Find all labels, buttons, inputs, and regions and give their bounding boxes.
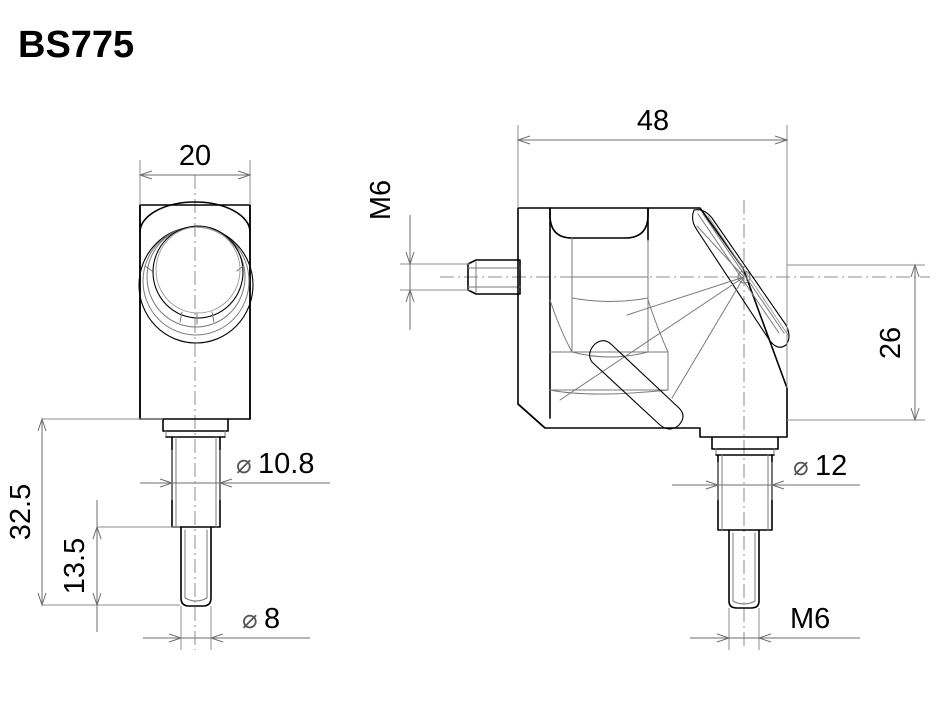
side-fan-line-3	[559, 276, 745, 401]
dim-8-arrow-left	[168, 633, 183, 643]
side-bore-blend-left	[549, 299, 573, 353]
dim-48-arrow-right	[774, 135, 789, 145]
page-title: BS775	[18, 24, 134, 66]
front-view: 20 32.5 13.5 ⌀ 10.8	[5, 140, 330, 650]
dim-26-arrow-top	[910, 263, 920, 278]
dimension-front-shaft-dia: ⌀ 10.8	[140, 448, 330, 500]
front-body-top-cap	[139, 201, 251, 233]
side-fan-center-circle	[737, 270, 751, 284]
dim-325-label: 32.5	[5, 484, 37, 540]
dim-108-diameter-symbol-icon: ⌀	[236, 449, 252, 479]
front-face-inner-circle	[152, 225, 244, 319]
side-body-chamfer-edge	[517, 403, 546, 429]
dim-12-label: 12	[815, 450, 847, 482]
dimension-side-shaft-dia: ⌀ 12	[672, 450, 860, 500]
dim-108-label: 10.8	[258, 448, 314, 480]
dim-135-label: 13.5	[59, 538, 91, 594]
side-fan-line-1	[696, 225, 745, 278]
dim-135-arrow-bottom	[92, 592, 102, 607]
front-face-outer-circle	[138, 226, 254, 344]
side-bore-ellipse-upper	[571, 297, 649, 302]
dimension-side-thread: M6	[690, 603, 860, 650]
dimension-front-width: 20	[138, 140, 252, 205]
dim-8-label: 8	[264, 603, 280, 635]
front-face-tick-1	[179, 311, 183, 323]
dim-20-arrow-right	[237, 170, 252, 180]
dim-8-diameter-symbol-icon: ⌀	[242, 604, 258, 634]
dimension-front-thread-length: 13.5	[59, 500, 180, 632]
dim-26-arrow-bottom	[910, 407, 920, 422]
side-rounded-rib	[589, 340, 684, 430]
dim-m6-stud-arrow-bottom	[405, 288, 415, 303]
dimension-front-thread-dia: ⌀ 8	[143, 603, 310, 650]
dimension-front-total-height: 32.5	[5, 417, 180, 607]
dim-26-label: 26	[875, 327, 907, 359]
front-shaft-108	[171, 436, 221, 528]
dim-48-label: 48	[637, 105, 669, 137]
dim-m6-label: M6	[790, 603, 830, 635]
side-shaft-12	[717, 454, 773, 531]
front-thread-8-tip	[184, 597, 208, 602]
front-face-ring-3	[155, 226, 241, 314]
side-view: 48 26 M6 ⌀ 12	[365, 105, 930, 650]
dim-12-arrow-right	[770, 480, 785, 490]
side-fan-line-2	[626, 276, 745, 316]
side-fan-line-4	[671, 276, 745, 399]
dimension-side-stud-thread: M6	[365, 180, 470, 330]
dim-m6-stud-label: M6	[365, 180, 397, 220]
dim-325-arrow-top	[37, 417, 47, 432]
side-bore-ellipse-lower	[571, 351, 649, 358]
dim-m6-arrow-right	[757, 633, 772, 643]
side-bore-blend-right	[647, 299, 669, 353]
front-face-tick-5	[236, 265, 244, 272]
side-collar-outline	[711, 436, 779, 450]
dim-20-label: 20	[179, 140, 211, 172]
dim-m6-arrow-left	[716, 633, 731, 643]
dim-12-arrow-left	[705, 480, 720, 490]
side-angled-face-line-2	[702, 213, 785, 334]
dimension-side-length: 48	[516, 105, 789, 388]
dim-108-arrow-right	[218, 478, 233, 488]
dim-20-arrow-left	[138, 170, 153, 180]
front-thread-8	[180, 526, 212, 607]
dim-135-arrow-top	[92, 525, 102, 540]
front-collar-outline	[162, 418, 229, 432]
side-thread-m6	[728, 529, 760, 609]
dim-325-arrow-bottom	[37, 592, 47, 607]
side-angled-face-outer	[691, 209, 790, 348]
side-body-saddle-top	[549, 207, 649, 239]
dim-108-arrow-left	[159, 478, 174, 488]
dim-12-diameter-symbol-icon: ⌀	[793, 451, 809, 481]
dim-m6-stud-arrow-top	[405, 251, 415, 266]
dim-48-arrow-left	[516, 135, 531, 145]
side-bore-bottom-curve	[549, 389, 669, 395]
side-thread-m6-tip	[732, 600, 756, 605]
side-angled-face-line-1	[697, 213, 780, 334]
dim-8-arrow-right	[209, 633, 224, 643]
front-face-tick-4	[144, 265, 153, 272]
side-angled-face-line-3	[707, 215, 789, 336]
dimension-side-height: 26	[787, 263, 925, 422]
front-face-tick-3	[211, 311, 215, 323]
side-bore-bottom-face	[549, 351, 669, 391]
